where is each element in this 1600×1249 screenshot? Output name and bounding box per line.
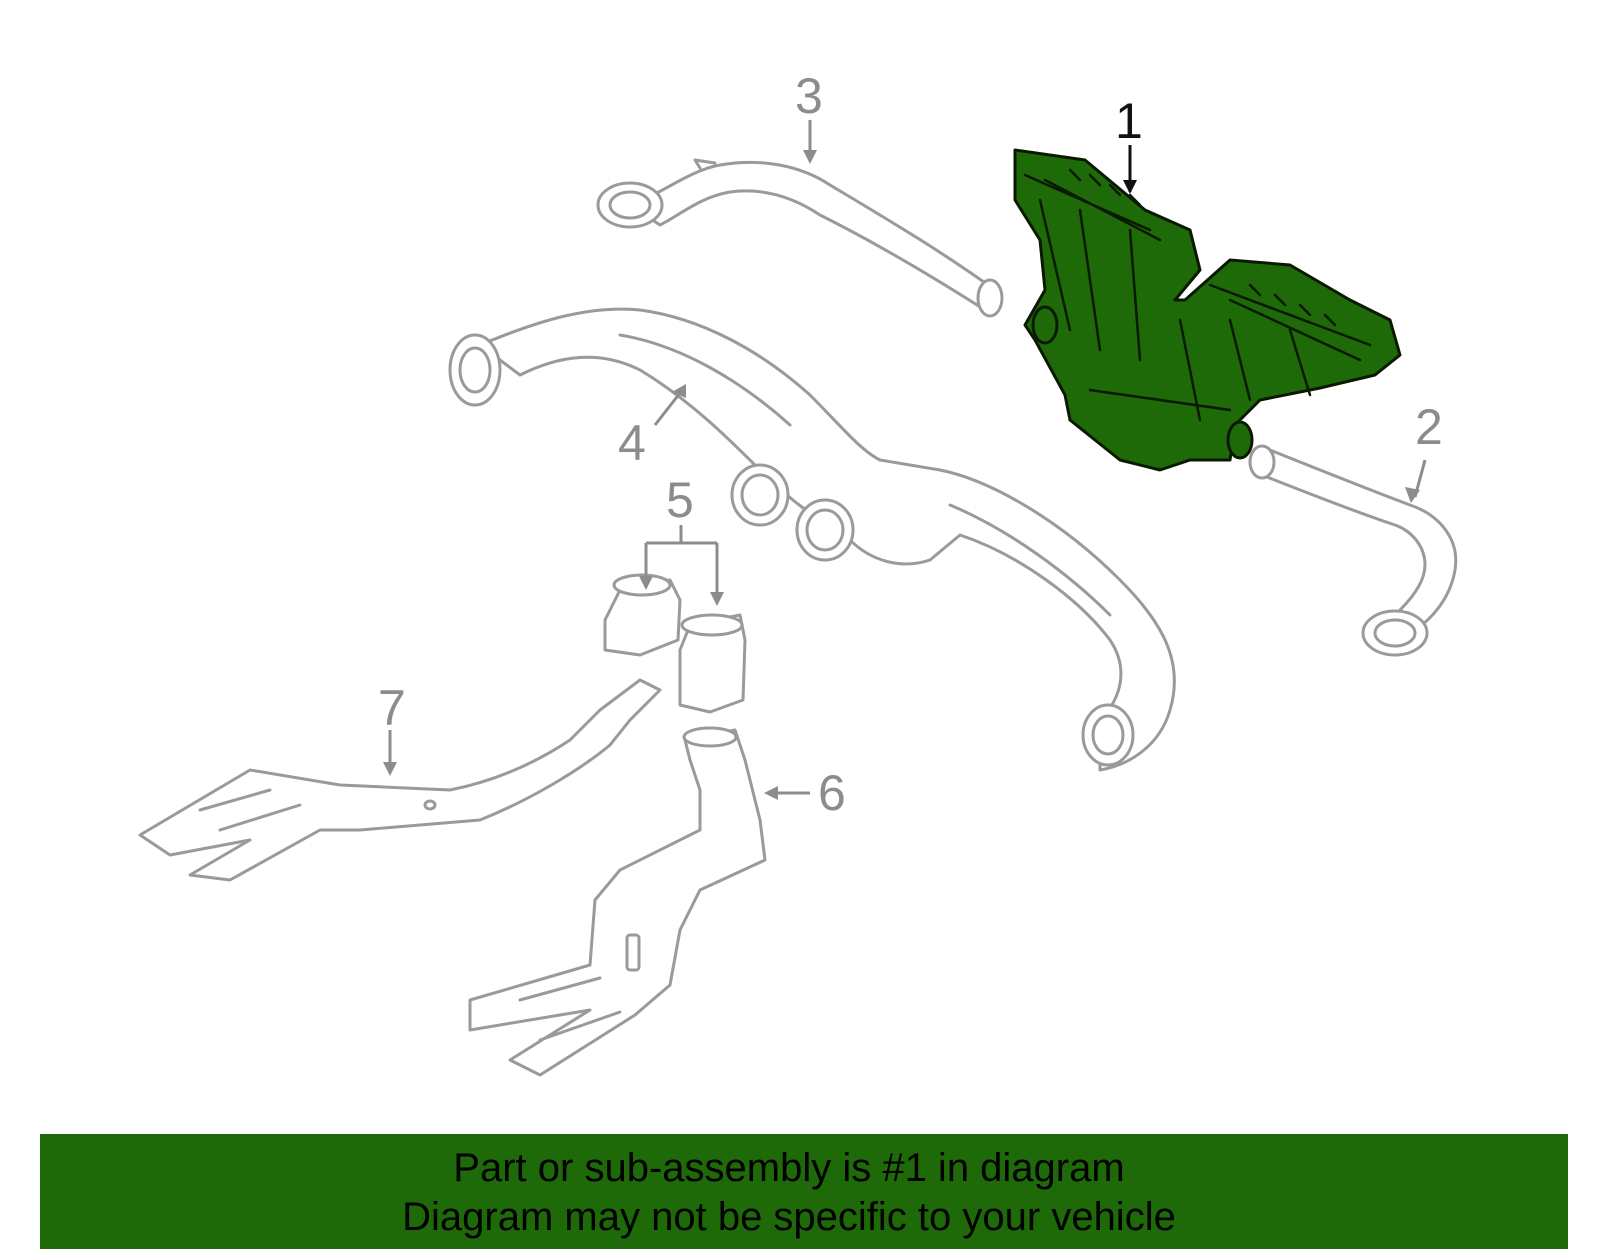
callout-7[interactable]: 7 [378,680,406,736]
part-7-duct[interactable] [138,678,662,882]
part-6-duct[interactable] [468,726,767,1077]
banner-line-1: Part or sub-assembly is #1 in diagram [453,1146,1125,1190]
part-2-duct[interactable] [1248,444,1458,657]
callout-4[interactable]: 4 [618,415,646,471]
leader-6-arrow [764,786,778,800]
leader-1-arrow [1123,180,1137,194]
leader-4 [653,392,682,426]
leader-4-arrow [672,384,686,398]
parts-diagram: 1 2 3 4 5 6 7 [138,68,1458,1077]
leader-3-arrow [803,150,817,164]
leader-2-arrow [1405,487,1420,503]
part-4-duct[interactable] [448,307,1176,772]
callout-5[interactable]: 5 [666,472,694,528]
part-1-housing[interactable] [1013,148,1402,472]
part-5-adapters[interactable] [603,573,747,714]
banner-line-2: Diagram may not be specific to your vehi… [402,1195,1176,1239]
callout-1[interactable]: 1 [1115,93,1143,149]
callout-3[interactable]: 3 [795,68,823,124]
callout-6[interactable]: 6 [818,765,846,821]
callout-2[interactable]: 2 [1415,399,1443,455]
leader-7-arrow [383,762,397,776]
leader-5b-arrow [710,592,724,606]
info-banner: Part or sub-assembly is #1 in diagram Di… [40,1134,1568,1249]
part-3-duct[interactable] [596,158,1004,318]
leader-5a-arrow [639,576,653,590]
